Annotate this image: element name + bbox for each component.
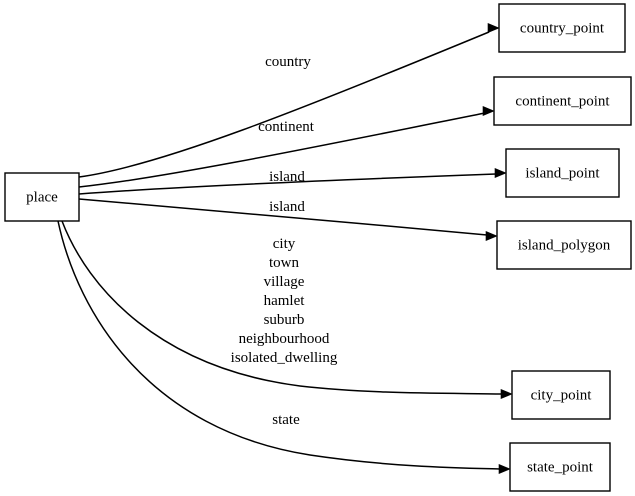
edge-label-place-to-city_point: city town village hamlet suburb neighbourhood…	[231, 236, 338, 366]
arrowhead-place-to-country_point	[487, 22, 500, 34]
node-island_point[interactable]: island_point	[505, 148, 620, 198]
node-country_point[interactable]: country_point	[498, 3, 626, 53]
arrowhead-place-to-continent_point	[482, 105, 495, 117]
node-place[interactable]: place	[4, 172, 80, 222]
edge-label-place-to-island_point: island	[269, 169, 305, 185]
node-place-box[interactable]	[4, 172, 80, 222]
edge-line-place-to-continent_point	[78, 112, 486, 188]
edge-place-to-city_point: city town village hamlet suburb neighbourhood…	[61, 220, 513, 400]
edge-label-line: state	[272, 412, 300, 428]
node-place-label: place	[26, 189, 58, 205]
node-island_polygon[interactable]: island_polygon	[496, 220, 632, 270]
edge-place-to-continent_point: continent	[78, 105, 495, 188]
node-city_point-label: city_point	[531, 387, 593, 403]
edge-label-line: city	[273, 236, 296, 252]
edge-line-place-to-country_point	[78, 31, 490, 178]
edge-place-to-island_point: island	[78, 167, 507, 195]
node-continent_point[interactable]: continent_point	[493, 76, 632, 126]
edge-line-place-to-state_point	[57, 220, 501, 470]
node-island_point-label: island_point	[525, 165, 600, 181]
edge-label-line: isolated_dwelling	[231, 350, 338, 366]
edge-label-line: town	[269, 255, 300, 271]
node-continent_point-label: continent_point	[515, 93, 610, 109]
node-island_point-box[interactable]	[505, 148, 620, 198]
node-island_polygon-box[interactable]	[496, 220, 632, 270]
edge-label-line: neighbourhood	[239, 331, 330, 347]
edge-label-place-to-island_polygon: island	[269, 199, 305, 215]
arrowhead-place-to-island_polygon	[485, 230, 498, 242]
node-city_point[interactable]: city_point	[511, 370, 611, 420]
edge-label-line: hamlet	[264, 293, 306, 309]
node-country_point-box[interactable]	[498, 3, 626, 53]
node-city_point-box[interactable]	[511, 370, 611, 420]
arrowhead-place-to-city_point	[500, 388, 513, 400]
edge-label-line: continent	[258, 119, 315, 135]
edge-place-to-island_polygon: island	[78, 198, 498, 242]
edge-line-place-to-island_polygon	[78, 198, 488, 236]
node-state_point-label: state_point	[527, 459, 594, 475]
arrowhead-place-to-state_point	[498, 463, 511, 475]
node-state_point[interactable]: state_point	[509, 442, 611, 492]
edge-label-line: island	[269, 199, 305, 215]
edge-label-place-to-country_point: country	[265, 54, 311, 70]
edge-label-place-to-continent_point: continent	[258, 119, 315, 135]
edge-label-line: island	[269, 169, 305, 185]
edge-label-line: country	[265, 54, 311, 70]
arrowhead-place-to-island_point	[494, 167, 507, 179]
edge-label-line: suburb	[264, 312, 305, 328]
node-country_point-label: country_point	[520, 20, 605, 36]
edge-line-place-to-city_point	[61, 220, 503, 395]
edge-place-to-state_point: state	[57, 220, 511, 475]
edge-label-line: village	[264, 274, 305, 290]
node-island_polygon-label: island_polygon	[518, 237, 611, 253]
node-continent_point-box[interactable]	[493, 76, 632, 126]
edge-label-place-to-state_point: state	[272, 412, 300, 428]
edge-place-to-country_point: country	[78, 22, 500, 178]
edge-line-place-to-island_point	[78, 173, 497, 195]
node-state_point-box[interactable]	[509, 442, 611, 492]
